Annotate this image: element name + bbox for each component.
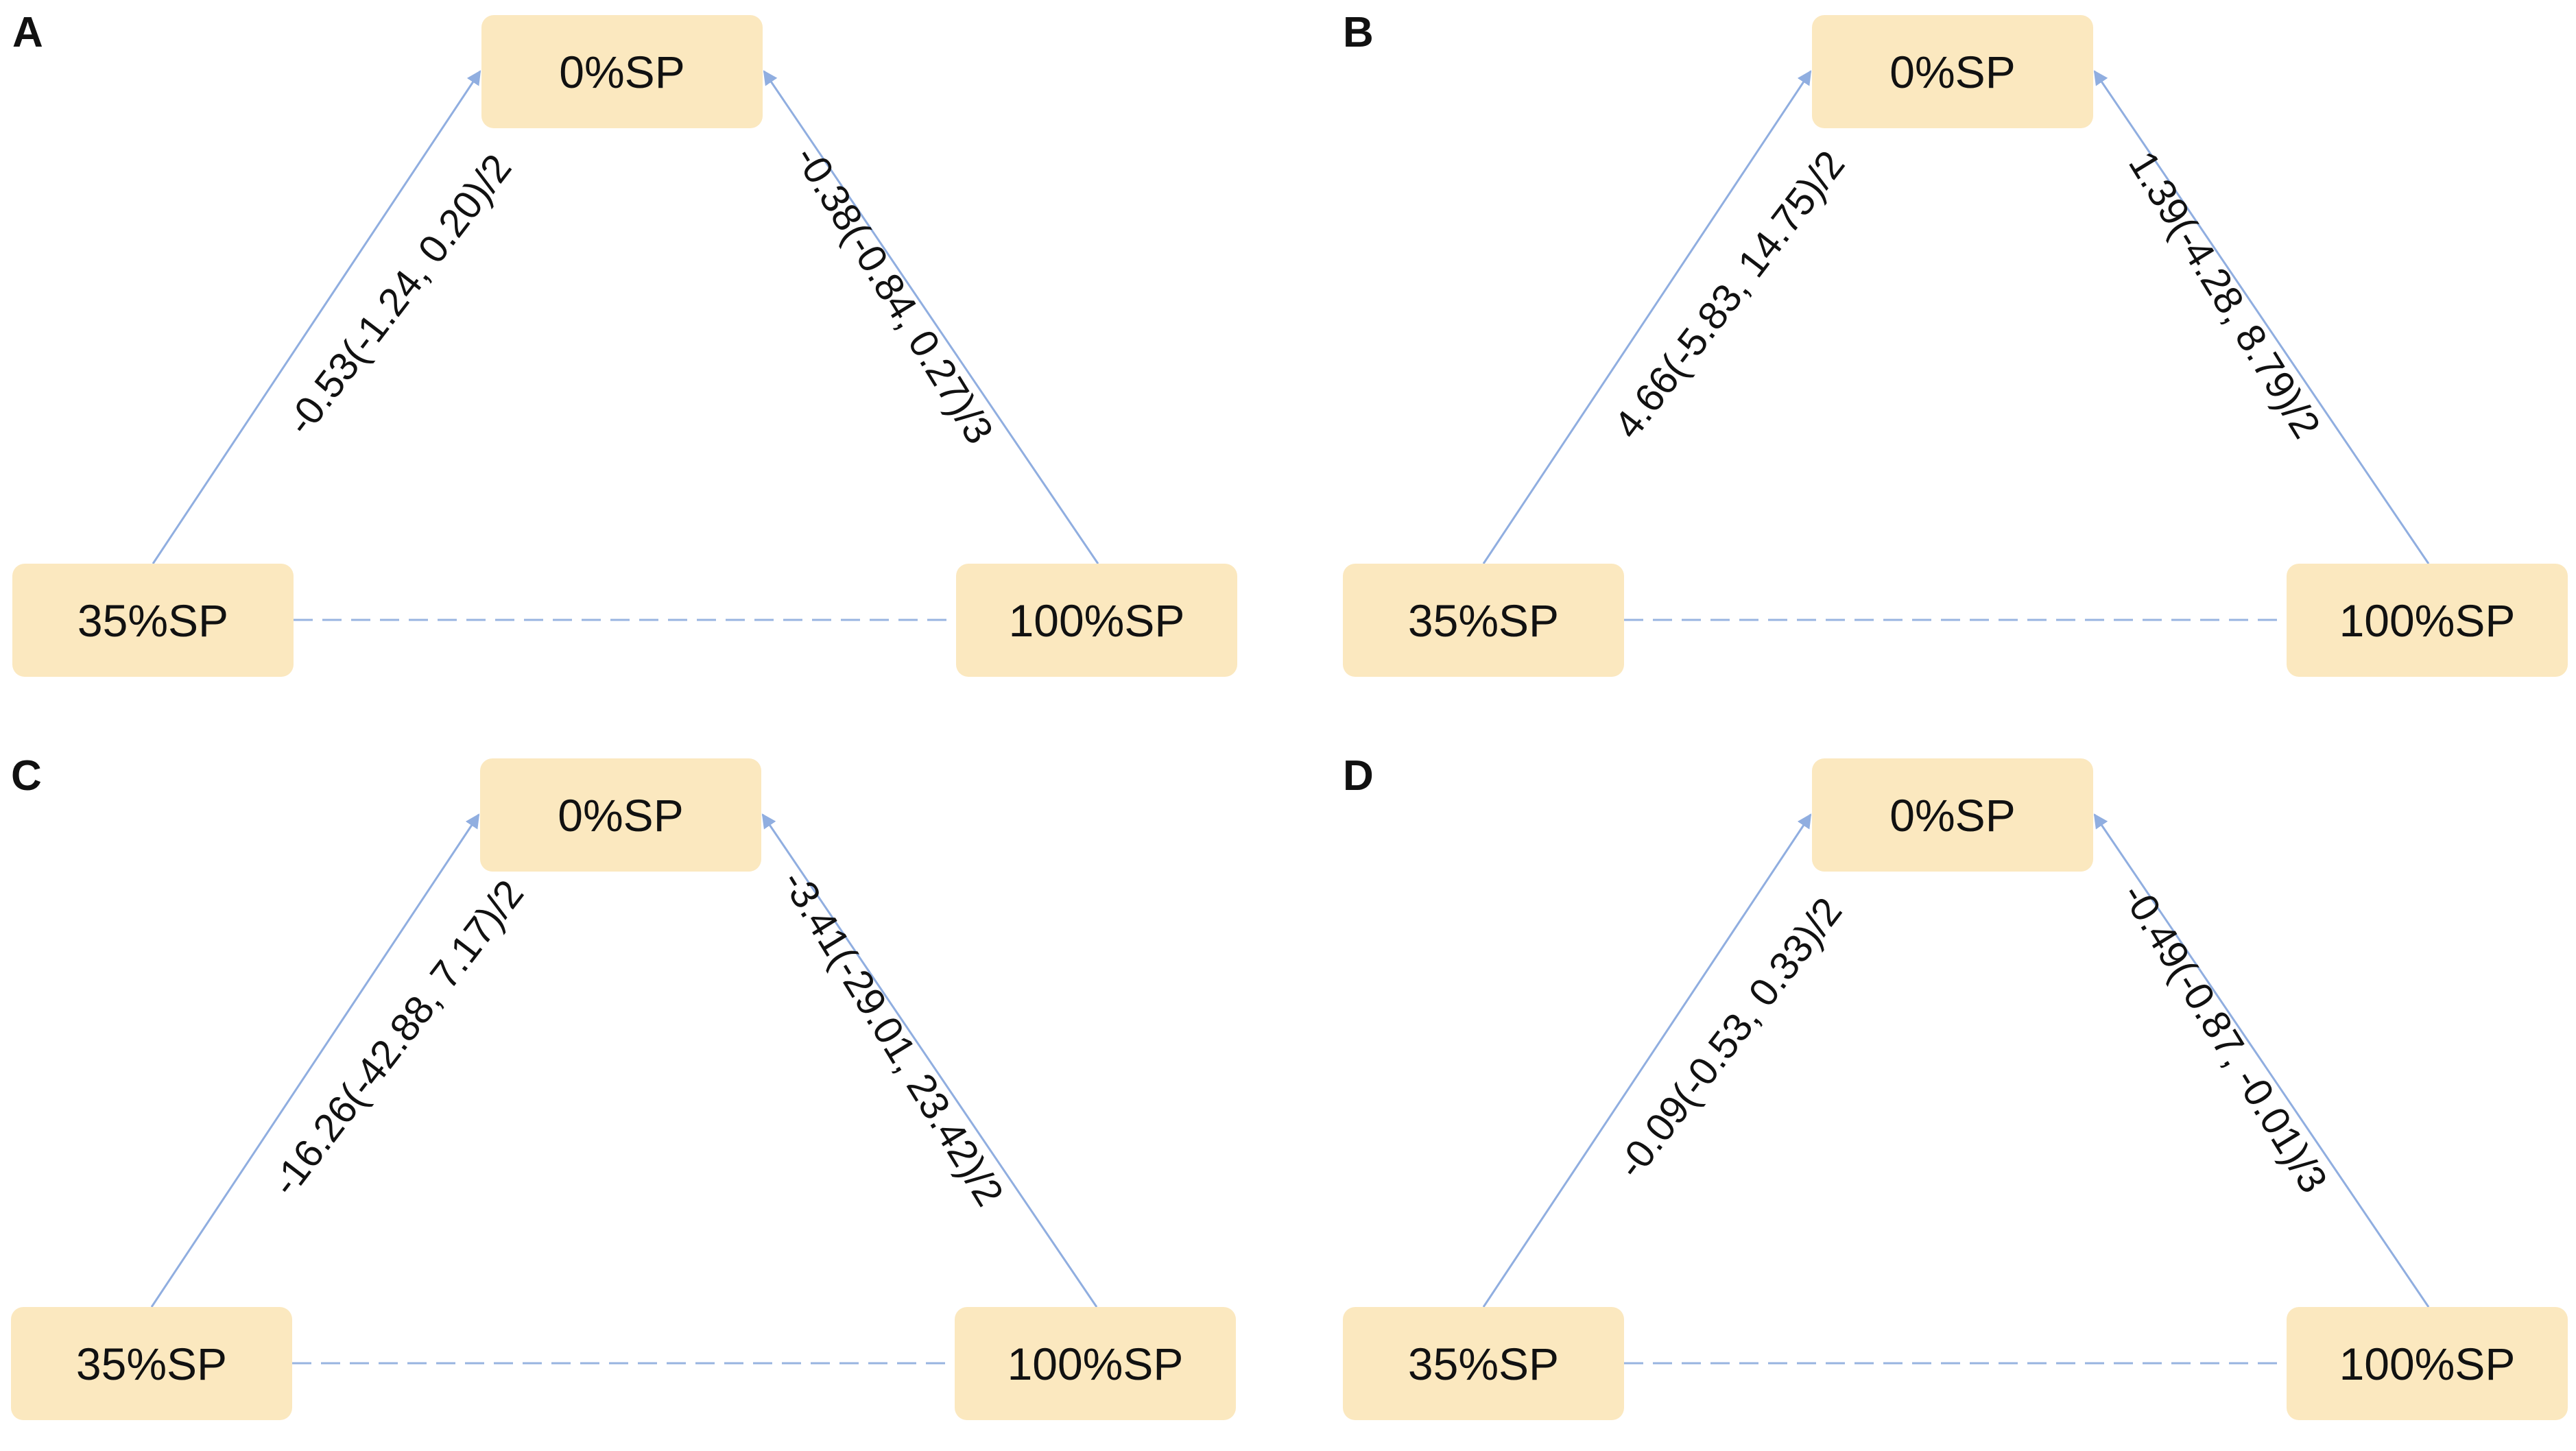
- panel-edges: [1482, 70, 2430, 621]
- node-100-sp: 100%SP: [956, 564, 1237, 677]
- node-0-sp: 0%SP: [1812, 758, 2093, 872]
- node-35-sp: 35%SP: [1343, 1307, 1624, 1420]
- panel-edges: [152, 70, 1099, 621]
- node-100-sp: 100%SP: [2287, 564, 2568, 677]
- node-35-sp: 35%SP: [11, 1307, 292, 1420]
- node-35-sp: 35%SP: [1343, 564, 1624, 677]
- node-35-sp: 35%SP: [12, 564, 294, 677]
- node-100-sp: 100%SP: [955, 1307, 1236, 1420]
- edge-35-to-0: [1482, 70, 1812, 564]
- panel-letter: C: [11, 752, 42, 800]
- edge-35-to-0: [152, 70, 481, 564]
- panel-letter: A: [12, 9, 43, 56]
- panel-b: B 0%SP 35%SP 100%SP 4.66(-5.83, 14.75)/2…: [1343, 8, 2576, 708]
- node-100-sp: 100%SP: [2287, 1307, 2568, 1420]
- panel-a: A 0%SP 35%SP 100%SP -0.53(-1.24, 0.20)/2…: [12, 8, 1281, 708]
- panel-d: D 0%SP 35%SP 100%SP -0.09(-0.53, 0.33)/2…: [1343, 752, 2576, 1451]
- node-0-sp: 0%SP: [480, 758, 761, 872]
- edge-100-to-0: [761, 813, 1098, 1308]
- panel-edges: [150, 813, 1098, 1365]
- edge-35-to-0: [1482, 813, 1812, 1308]
- edge-100-to-0: [2093, 813, 2430, 1308]
- panel-c: C 0%SP 35%SP 100%SP -16.26(-42.88, 7.17)…: [11, 752, 1280, 1451]
- edge-100-to-0: [763, 70, 1099, 564]
- edge-100-to-0: [2093, 70, 2430, 564]
- node-0-sp: 0%SP: [481, 15, 763, 128]
- panel-edges: [1482, 813, 2430, 1365]
- node-0-sp: 0%SP: [1812, 15, 2093, 128]
- edge-35-to-0: [150, 813, 480, 1308]
- panel-letter: D: [1343, 752, 1374, 800]
- panel-letter: B: [1343, 9, 1374, 56]
